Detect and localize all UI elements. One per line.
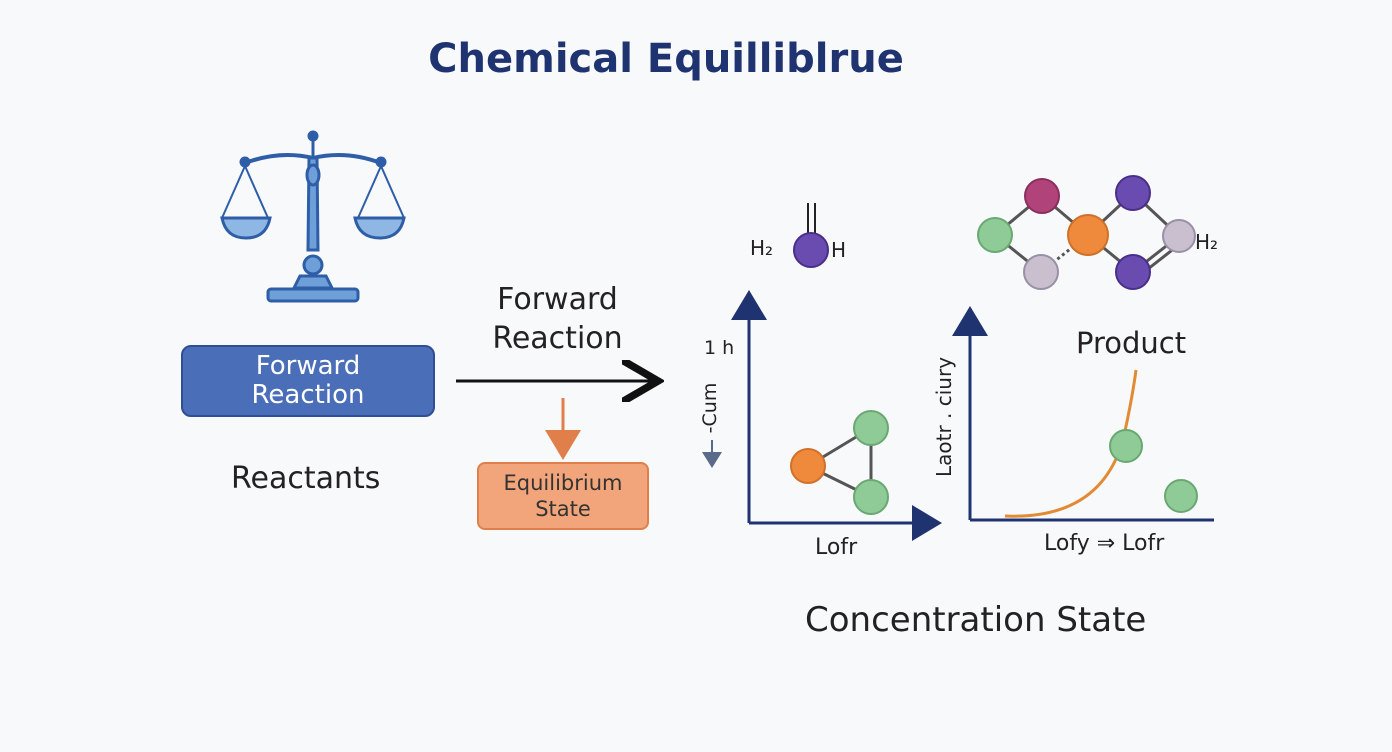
atom-green [977, 217, 1013, 253]
forward-reaction-box-label: Forward Reaction [251, 351, 365, 410]
h2-left-label: H₂ [750, 236, 774, 260]
top-molecule [793, 203, 829, 268]
diagram-title: Chemical Equillibl​rue [428, 36, 904, 82]
atom-green [853, 410, 889, 446]
h2-right-label: H₂ [1195, 230, 1219, 254]
forward-reaction-box: Forward Reaction [181, 345, 435, 417]
atom-purple [1115, 254, 1151, 290]
atom-gray [1023, 254, 1059, 290]
h-right-label: H [831, 238, 847, 262]
balance-scale-icon [220, 130, 406, 303]
chart2-ylabel: Laotr . ciury [932, 356, 956, 478]
equilibrium-state-box: Equilibrium State [477, 462, 649, 530]
atom-green [1164, 479, 1198, 513]
right-molecule [977, 175, 1196, 290]
chart1-molecule [790, 410, 889, 515]
atom-gray [1162, 219, 1196, 253]
forward-reaction-label: Forward Reaction [492, 282, 623, 356]
atom-green [853, 479, 889, 515]
chart2-title: Product [1076, 326, 1187, 360]
atom-purple [1115, 175, 1151, 211]
chart1-ylabel: -Cum [699, 382, 721, 434]
equilibrium-state-label: Equilibrium State [503, 471, 623, 521]
atom-orange [1067, 214, 1109, 256]
chart2-xlabel: Lofy ⇒ Lofr [1044, 531, 1165, 556]
chart1-axes [702, 290, 942, 541]
chart1-xlabel: Lofr [815, 535, 858, 560]
reactants-label: Reactants [231, 461, 381, 496]
concentration-state-caption: Concentration State [805, 600, 1147, 640]
atom-green [1109, 429, 1143, 463]
atom-purple [793, 232, 829, 268]
atom-orange [790, 448, 826, 484]
atom-magenta [1024, 178, 1060, 214]
chart1-ylabel-top: 1 h [704, 337, 735, 359]
chart2-axes [952, 306, 1214, 522]
